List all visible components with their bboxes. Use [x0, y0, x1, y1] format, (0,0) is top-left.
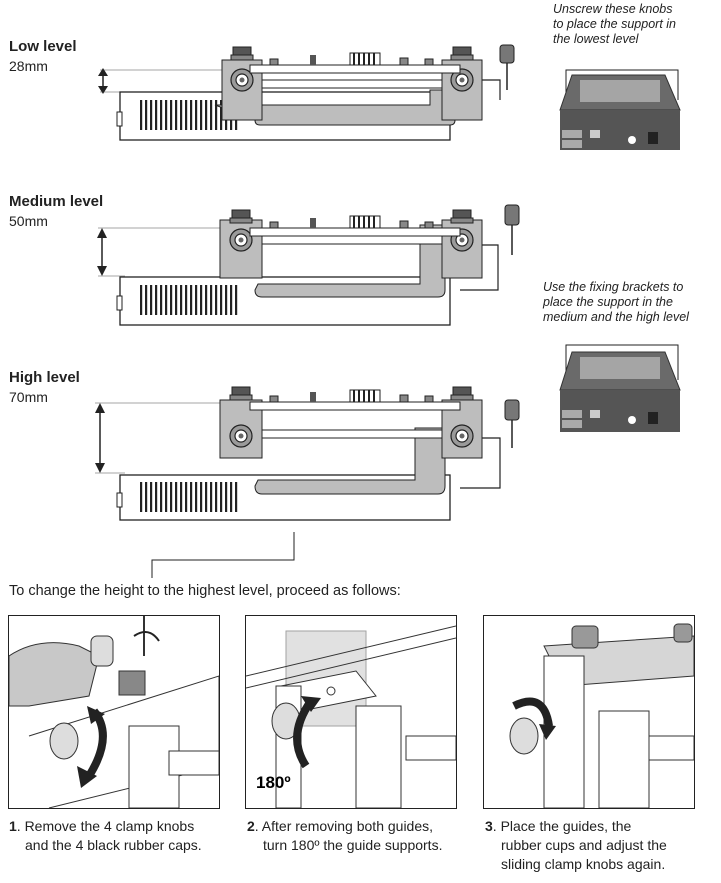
low-level-drawing	[98, 44, 515, 141]
unscrew-note-line: Unscrew these knobs	[553, 2, 673, 16]
high-level-drawing	[95, 386, 520, 578]
brackets-note-line: Use the fixing brackets to	[543, 280, 684, 294]
step-3-illustration	[483, 615, 695, 809]
step-number: 3	[485, 818, 493, 834]
step-2-caption: 2. After removing both guides, turn 180º…	[247, 817, 442, 855]
step-text: and the 4 black rubber caps.	[25, 837, 202, 853]
brackets-note-line: medium and the high level	[543, 310, 689, 324]
unscrew-note: Unscrew these knobs to place the support…	[553, 2, 676, 47]
medium-level-title: Medium level	[9, 193, 104, 210]
unscrew-note-line: to place the support in	[553, 17, 676, 31]
device-photo-bottom	[559, 344, 681, 432]
low-level-title: Low level	[9, 38, 77, 55]
step-text: . After removing both guides,	[254, 818, 434, 834]
step-number: 2	[247, 818, 255, 834]
step-3-caption: 3. Place the guides, the rubber cups and…	[485, 817, 667, 874]
brackets-note-line: place the support in the	[543, 295, 673, 309]
brackets-note: Use the fixing brackets to place the sup…	[543, 280, 689, 325]
step-text: rubber cups and adjust the	[501, 837, 667, 853]
high-level-height: 70mm	[9, 389, 48, 405]
device-photo-top	[559, 69, 681, 150]
step-1-caption: 1. Remove the 4 clamp knobs and the 4 bl…	[9, 817, 202, 855]
step-text: . Remove the 4 clamp knobs	[16, 818, 195, 834]
step-text: sliding clamp knobs again.	[501, 856, 666, 872]
procedure-intro: To change the height to the highest leve…	[9, 583, 401, 599]
step-text: turn 180º the guide supports.	[263, 837, 443, 853]
height-levels-diagram	[95, 44, 681, 578]
low-level-height: 28mm	[9, 58, 48, 74]
high-level-title: High level	[9, 369, 80, 386]
rotation-label: 180º	[256, 773, 291, 792]
unscrew-note-line: the lowest level	[553, 32, 639, 46]
medium-level-height: 50mm	[9, 213, 48, 229]
step-1-illustration	[8, 615, 220, 809]
step-text: . Place the guides, the	[492, 818, 632, 834]
step-2-illustration: 180º	[245, 615, 457, 809]
step-number: 1	[9, 818, 17, 834]
medium-level-drawing	[97, 204, 520, 326]
